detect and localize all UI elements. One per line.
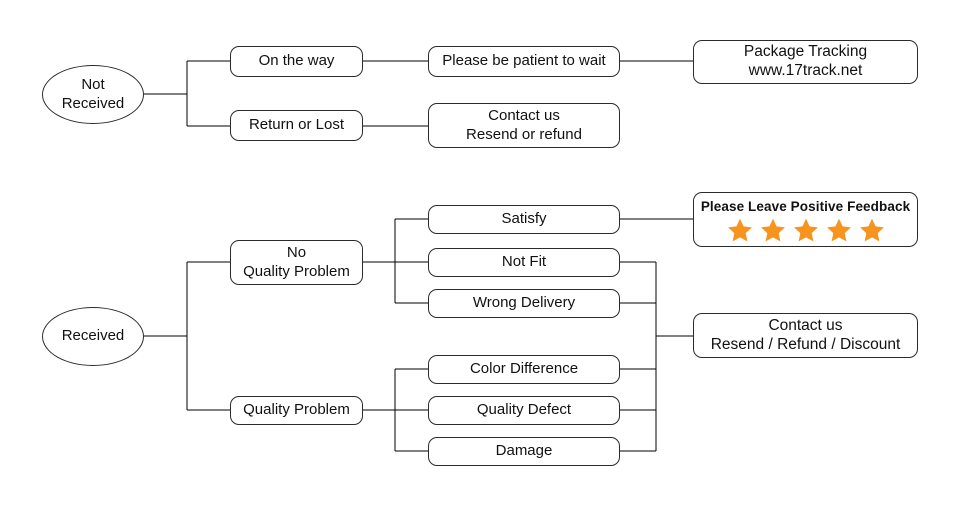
node-not-fit[interactable]: Not Fit <box>428 248 620 277</box>
star-icon[interactable] <box>859 217 885 243</box>
node-contact-resend-refund-line1: Contact us <box>488 107 560 125</box>
feedback-title: Please Leave Positive Feedback <box>700 198 911 214</box>
node-received[interactable]: Received <box>42 307 144 366</box>
node-package-tracking-line2: www.17track.net <box>748 62 863 79</box>
node-color-difference-label: Color Difference <box>469 360 579 378</box>
node-damage[interactable]: Damage <box>428 437 620 466</box>
node-return-or-lost-label: Return or Lost <box>248 116 345 134</box>
node-not-received-line1: Not <box>81 76 105 94</box>
node-quality-defect-label: Quality Defect <box>476 401 572 419</box>
node-contact-discount-line2: Resend / Refund / Discount <box>710 335 901 353</box>
node-no-quality-problem[interactable]: No Quality Problem <box>230 240 363 285</box>
star-icon[interactable] <box>826 217 852 243</box>
node-damage-label: Damage <box>495 442 553 460</box>
star-icon[interactable] <box>727 217 753 243</box>
node-on-the-way[interactable]: On the way <box>230 46 363 77</box>
node-not-received-line2: Received <box>61 94 125 112</box>
node-contact-resend-refund-discount[interactable]: Contact us Resend / Refund / Discount <box>693 313 918 358</box>
node-satisfy[interactable]: Satisfy <box>428 205 620 234</box>
node-contact-resend-refund-line2: Resend or refund <box>466 125 582 143</box>
node-received-label: Received <box>61 327 125 345</box>
node-package-tracking-line1: Package Tracking <box>743 43 868 61</box>
node-satisfy-label: Satisfy <box>501 210 547 228</box>
node-not-fit-label: Not Fit <box>501 253 547 271</box>
node-on-the-way-label: On the way <box>258 52 335 70</box>
star-icon[interactable] <box>793 217 819 243</box>
node-contact-resend-refund[interactable]: Contact us Resend or refund <box>428 103 620 148</box>
node-no-quality-problem-line1: No <box>286 244 307 262</box>
node-quality-problem[interactable]: Quality Problem <box>230 396 363 425</box>
node-return-or-lost[interactable]: Return or Lost <box>230 110 363 141</box>
node-no-quality-problem-line2: Quality Problem <box>243 262 350 280</box>
node-package-tracking[interactable]: Package Tracking www.17track.net <box>693 40 918 84</box>
star-rating[interactable] <box>727 217 885 243</box>
node-please-be-patient-label: Please be patient to wait <box>442 52 606 70</box>
node-wrong-delivery[interactable]: Wrong Delivery <box>428 289 620 318</box>
star-icon[interactable] <box>760 217 786 243</box>
node-contact-discount-line1: Contact us <box>768 316 843 334</box>
node-quality-defect[interactable]: Quality Defect <box>428 396 620 425</box>
node-quality-problem-label: Quality Problem <box>243 401 350 419</box>
node-color-difference[interactable]: Color Difference <box>428 355 620 384</box>
node-leave-positive-feedback[interactable]: Please Leave Positive Feedback <box>693 192 918 247</box>
node-not-received[interactable]: Not Received <box>42 65 144 124</box>
node-wrong-delivery-label: Wrong Delivery <box>472 294 576 312</box>
node-please-be-patient[interactable]: Please be patient to wait <box>428 46 620 77</box>
